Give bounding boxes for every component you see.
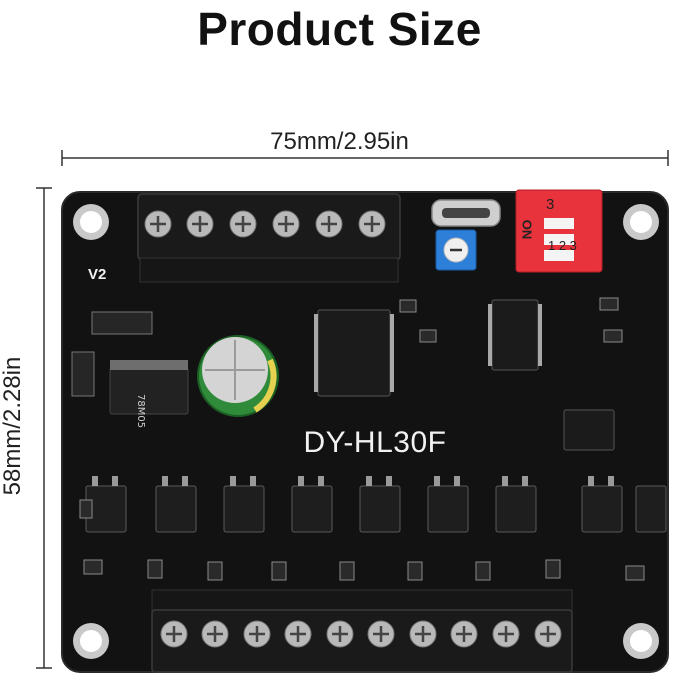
svg-text:78M05: 78M05 <box>135 394 146 428</box>
dip-switch-on-label: ON <box>519 219 535 240</box>
optocoupler-row <box>85 476 667 533</box>
width-dimension-label: 75mm/2.95in <box>270 128 409 155</box>
board-version-label: V2 <box>88 266 107 283</box>
potentiometer <box>435 229 477 271</box>
diodes <box>71 311 153 397</box>
ic-chips <box>317 299 615 451</box>
smd-components <box>79 297 645 581</box>
voltage-regulator: 78M05 <box>109 360 189 428</box>
bottom-terminal-block <box>151 589 573 673</box>
width-dimension-line <box>61 150 669 166</box>
ic-pins <box>314 304 542 392</box>
page-title: Product Size <box>197 3 482 55</box>
electrolytic-capacitor <box>197 335 279 417</box>
mounting-holes <box>73 204 659 659</box>
dip-switch-numbers: 1 2 3 <box>548 238 577 253</box>
dip-switch-number-top: 3 <box>546 196 555 213</box>
top-terminal-block <box>137 193 401 283</box>
dip-switch <box>515 189 603 273</box>
board-model-label: DY-HL30F <box>303 426 447 459</box>
height-dimension-line <box>36 187 52 669</box>
